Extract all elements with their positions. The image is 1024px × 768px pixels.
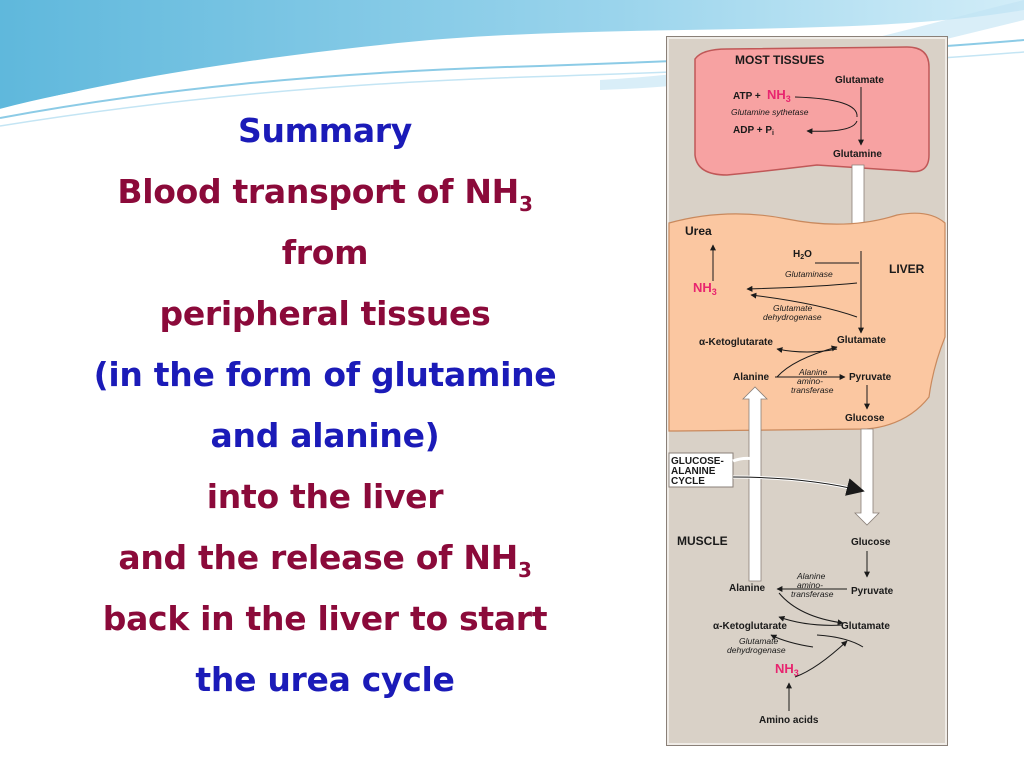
tissues-region	[694, 46, 930, 176]
muscle-alt-3: transferase	[791, 589, 834, 599]
title-line-form-of-glutamine: (in the form of glutamine	[93, 355, 557, 394]
tissues-enzyme: Glutamine sythetase	[731, 107, 809, 117]
liver-h2o: H2O	[793, 249, 812, 261]
liver-glutamate: Glutamate	[837, 335, 886, 346]
muscle-pyruvate: Pyruvate	[851, 586, 894, 597]
muscle-alt-2: amino-	[797, 580, 823, 590]
title-line-peripheral-tissues: peripheral tissues	[159, 294, 491, 333]
muscle-header: MUSCLE	[677, 534, 728, 548]
cycle-label-2: ALANINE	[671, 466, 716, 477]
muscle-alt-1: Alanine	[796, 571, 826, 581]
title-line-from: from	[281, 233, 369, 272]
liver-glucose: Glucose	[845, 413, 885, 424]
tissues-adp: ADP + Pi	[733, 125, 774, 137]
cycle-label-1: GLUCOSE-	[671, 456, 724, 467]
slide-title: Summary Blood transport of NH3 from peri…	[30, 100, 620, 710]
tissues-nh3: NH3	[767, 87, 791, 104]
title-line-back-in-liver: back in the liver to start	[102, 599, 548, 638]
liver-alt-3: transferase	[791, 385, 834, 395]
title-line-into-liver: into the liver	[206, 477, 444, 516]
glucose-alanine-diagram: MOST TISSUES Glutamate ATP + NH3 Glutami…	[666, 36, 948, 746]
liver-gdh-2: dehydrogenase	[763, 312, 822, 322]
muscle-gdh-1: Glutamate	[739, 636, 778, 646]
muscle-glutamate: Glutamate	[841, 621, 890, 632]
liver-ketoglutarate: α-Ketoglutarate	[699, 337, 773, 348]
muscle-amino-acids: Amino acids	[759, 715, 819, 726]
title-line-release-nh3: and the release of NH3	[118, 538, 532, 582]
liver-glutaminase: Glutaminase	[785, 269, 833, 279]
alanine-transport-arrow	[742, 386, 768, 582]
tissues-glutamate: Glutamate	[835, 75, 884, 86]
muscle-ketoglutarate: α-Ketoglutarate	[713, 621, 787, 632]
liver-pyruvate: Pyruvate	[849, 372, 892, 383]
muscle-glucose: Glucose	[851, 537, 891, 548]
tissues-glutamine: Glutamine	[833, 149, 882, 160]
title-line-and-alanine: and alanine)	[210, 416, 440, 455]
muscle-nh3: NH3	[775, 661, 799, 678]
title-line-urea-cycle: the urea cycle	[195, 660, 455, 699]
liver-alt-2: amino-	[797, 376, 823, 386]
liver-alanine: Alanine	[733, 372, 770, 383]
liver-nh3: NH3	[693, 280, 717, 297]
liver-urea: Urea	[685, 224, 712, 238]
cycle-label-box	[668, 452, 734, 488]
liver-alt-1: Alanine	[798, 367, 828, 377]
glucose-transport-arrow	[854, 428, 880, 526]
liver-header: LIVER	[889, 262, 925, 276]
muscle-gdh-2: dehydrogenase	[727, 645, 786, 655]
liver-gdh-1: Glutamate	[773, 303, 812, 313]
cycle-label-3: CYCLE	[671, 476, 705, 487]
tissues-header: MOST TISSUES	[735, 53, 824, 67]
title-summary: Summary	[238, 111, 412, 150]
title-line-blood-transport: Blood transport of NH3	[117, 172, 533, 216]
tissues-atp: ATP +	[733, 91, 761, 102]
muscle-alanine: Alanine	[729, 583, 766, 594]
liver-region	[668, 212, 946, 432]
